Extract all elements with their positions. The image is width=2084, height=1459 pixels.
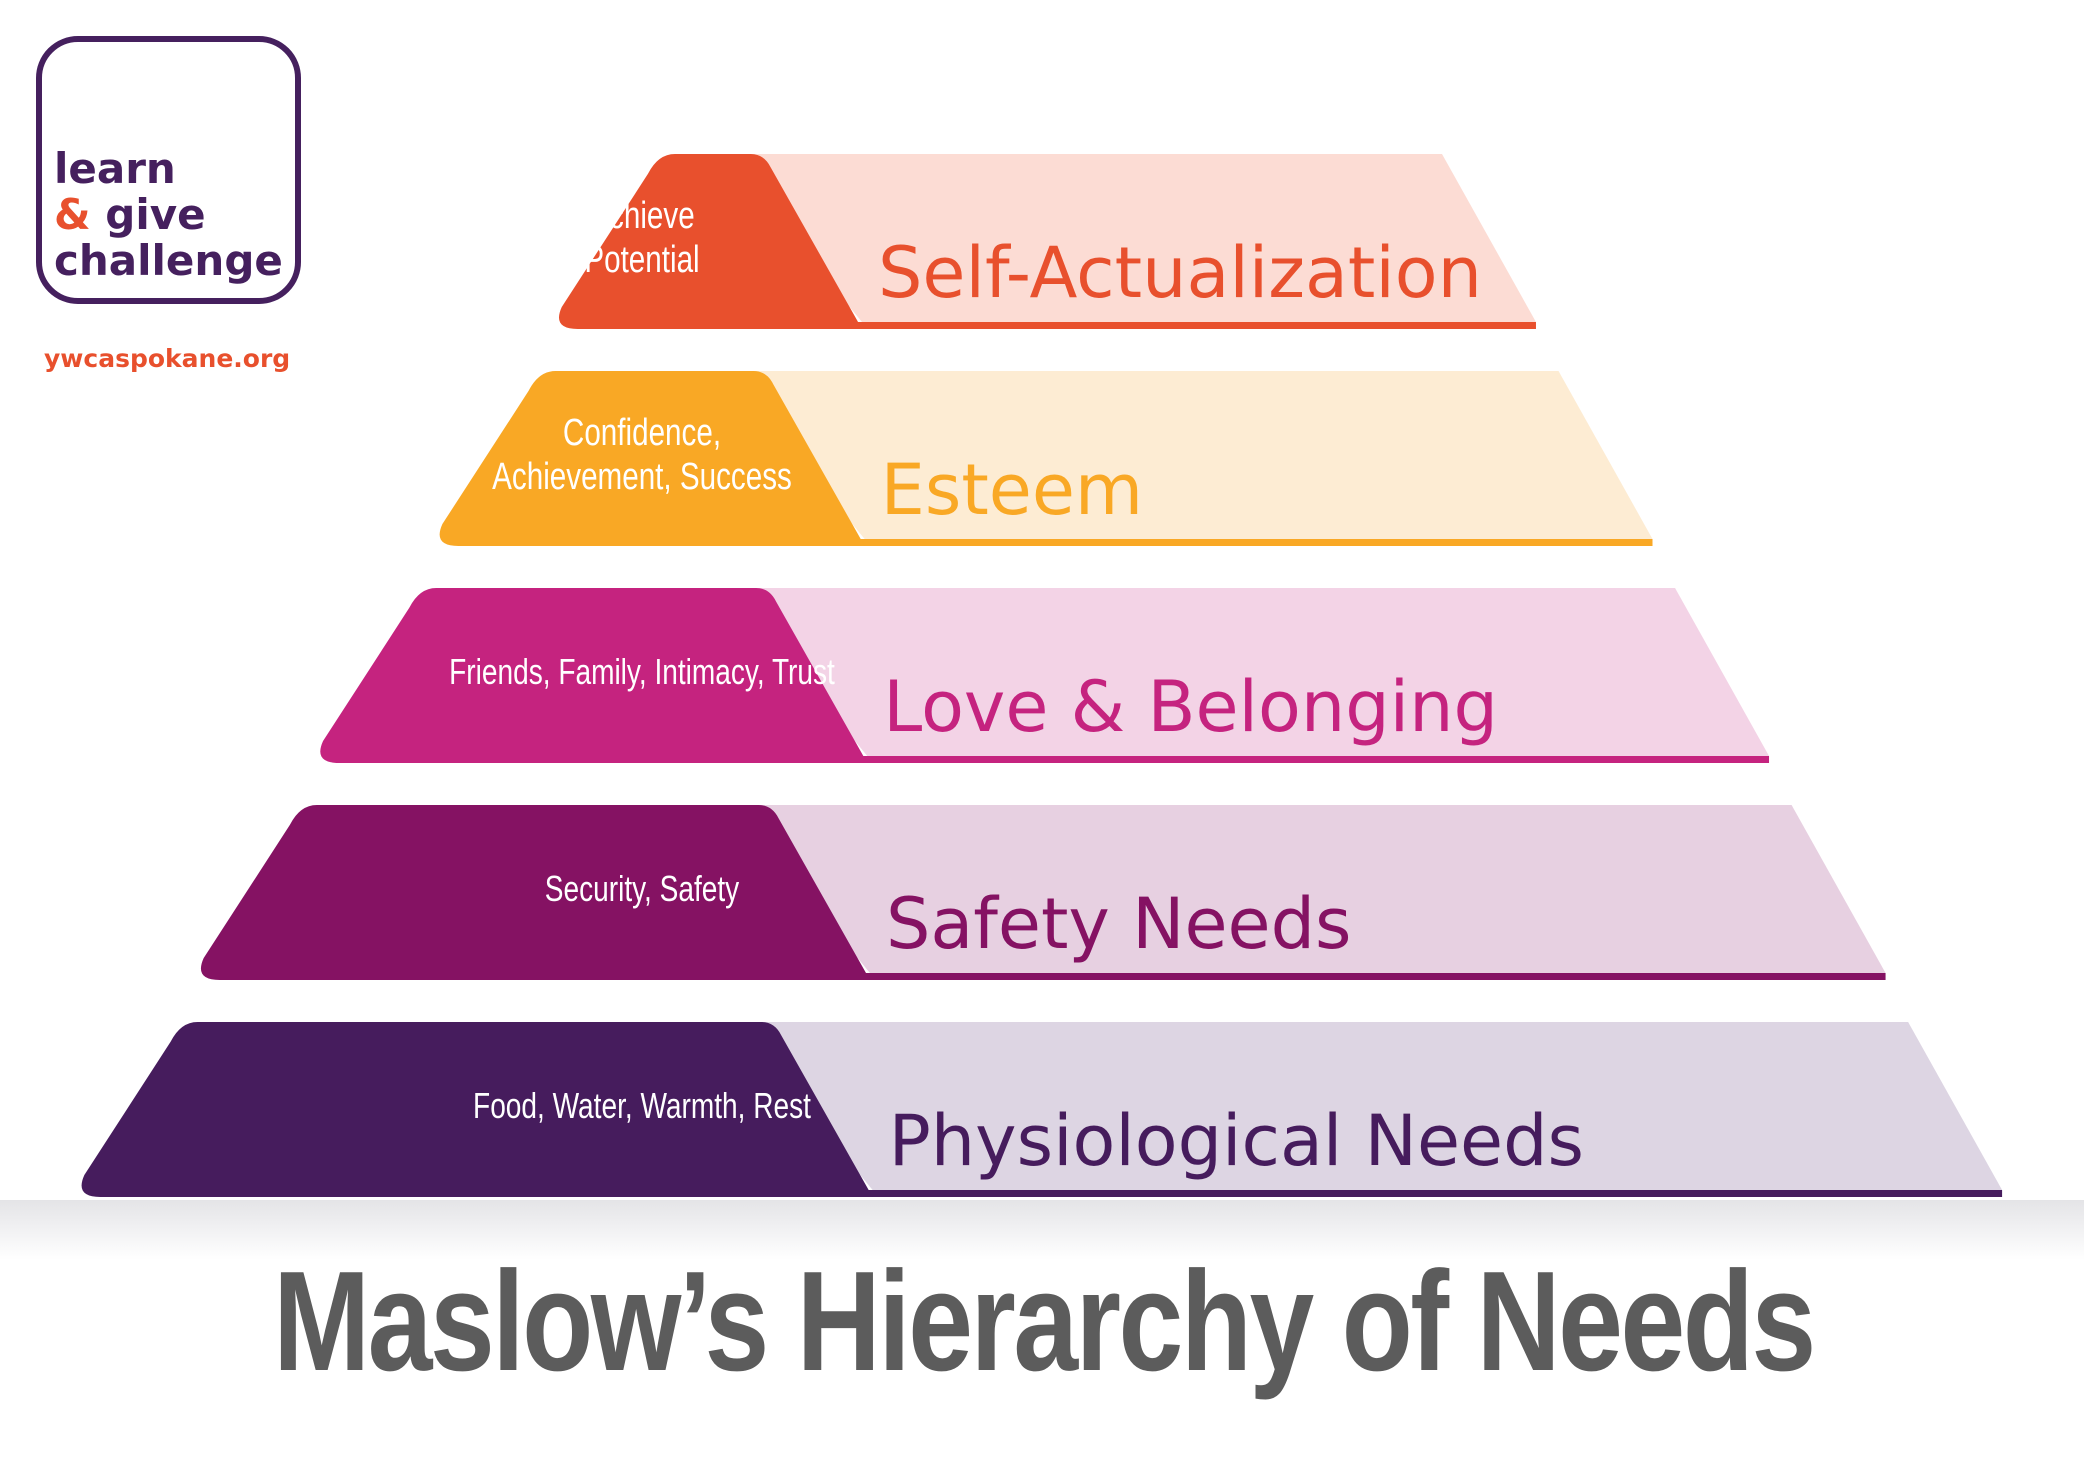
tier-name: Love & Belonging — [883, 666, 1498, 748]
logo-frame — [36, 36, 301, 304]
tier-light-band — [729, 588, 1770, 756]
tier-4: Security, Safety Safety Needs — [200, 805, 1886, 980]
tier-underline — [857, 756, 1770, 763]
tier-dark-block — [320, 588, 868, 763]
tier-description: Friends, Family, Intimacy, Trust — [449, 652, 835, 692]
tier-3: Friends, Family, Intimacy, Trust Love & B… — [320, 588, 1770, 763]
tier-description: Security, Safety — [545, 869, 740, 909]
tier-dark-block — [81, 1022, 873, 1197]
tier-light-band — [731, 805, 1886, 973]
logo-word-learn: learn — [54, 144, 176, 193]
tier-description: Achieve — [589, 195, 694, 237]
tier-underline — [854, 539, 1653, 546]
tier-dark-block — [558, 154, 862, 329]
tier-light-band — [726, 371, 1653, 539]
logo-word-give-text: give — [90, 190, 206, 239]
tier-underline — [852, 322, 1536, 329]
tier-description: Potential — [584, 239, 699, 281]
tier-description: Confidence, — [563, 412, 721, 454]
logo-url[interactable]: ywcaspokane.org — [44, 344, 291, 373]
tier-description: Food, Water, Warmth, Rest — [473, 1086, 811, 1126]
tier-dark-block — [200, 805, 870, 980]
tier-2: Confidence,Achievement, Success Esteem — [439, 371, 1653, 546]
floor-shadow — [0, 1200, 2084, 1260]
tier-light-band — [734, 1022, 2003, 1190]
tier-name: Physiological Needs — [889, 1100, 1584, 1182]
logo-word-give: & give — [54, 194, 206, 236]
tier-dark-block — [439, 371, 865, 546]
tier-underline — [862, 1190, 2003, 1197]
tier-name: Esteem — [881, 449, 1143, 531]
tier-5: Food, Water, Warmth, Rest Physiological N… — [81, 1022, 2003, 1197]
tier-light-band — [724, 154, 1536, 322]
tier-description: Achievement, Success — [492, 456, 792, 498]
logo-ampersand: & — [54, 190, 91, 239]
tier-name: Safety Needs — [886, 883, 1352, 965]
logo-word-challenge: challenge — [54, 236, 283, 285]
page-title: Maslow’s Hierarchy of Needs — [273, 1242, 1816, 1401]
tier-name: Self-Actualization — [878, 232, 1482, 314]
tier-underline — [859, 973, 1886, 980]
